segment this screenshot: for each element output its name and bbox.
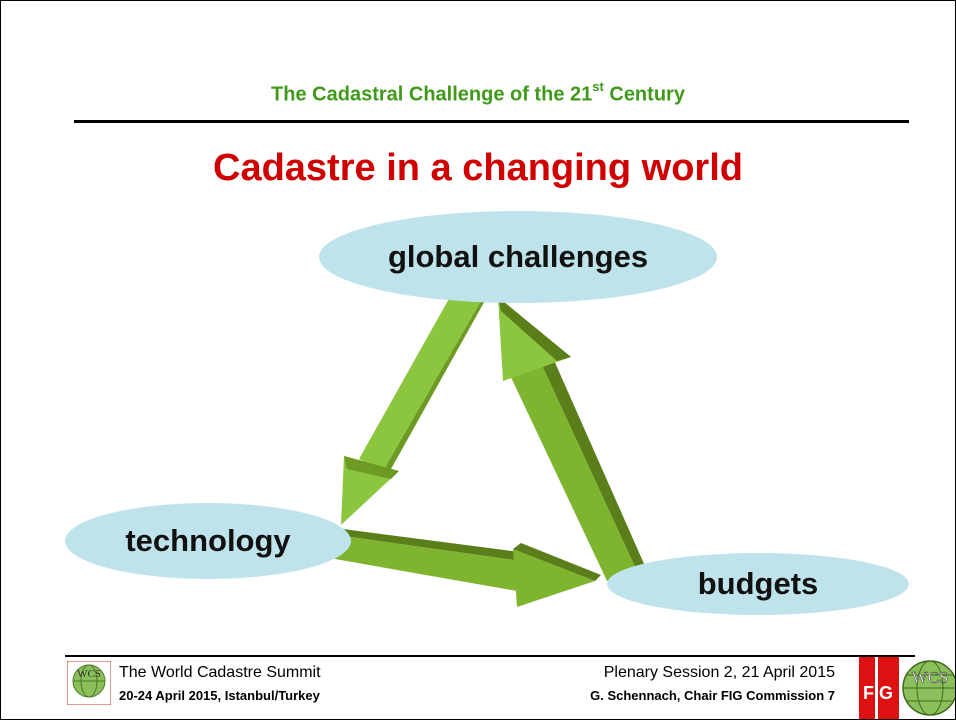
header-divider (74, 120, 909, 123)
arrow-budgets-to-global (498, 297, 645, 581)
node-global-challenges: global challenges (319, 211, 717, 303)
arrow-global-to-technology (341, 285, 487, 525)
svg-text:WCS: WCS (912, 668, 949, 687)
wcs-logo-small: WCS (67, 661, 111, 705)
footer-event-name: The World Cadastre Summit (119, 664, 321, 681)
node-budgets: budgets (607, 553, 909, 615)
svg-text:WCS: WCS (77, 668, 101, 680)
footer-speaker: G. Schennach, Chair FIG Commission 7 (590, 688, 835, 703)
svg-text:FIG: FIG (863, 683, 893, 703)
main-title: Cadastre in a changing world (213, 147, 743, 189)
wcs-logo-large: WCS (899, 657, 955, 719)
header-title: The Cadastral Challenge of the 21st Cent… (271, 79, 685, 106)
arrow-technology-to-budgets (335, 529, 601, 607)
fig-logo: FIG (859, 657, 899, 719)
node-technology: technology (65, 503, 351, 579)
footer-divider (65, 655, 915, 657)
footer-event-dates: 20-24 April 2015, Istanbul/Turkey (119, 688, 320, 703)
footer-left: The World Cadastre Summit 20-24 April 20… (119, 664, 321, 703)
footer-right: Plenary Session 2, 21 April 2015 G. Sche… (590, 664, 835, 703)
footer-session: Plenary Session 2, 21 April 2015 (603, 664, 835, 681)
